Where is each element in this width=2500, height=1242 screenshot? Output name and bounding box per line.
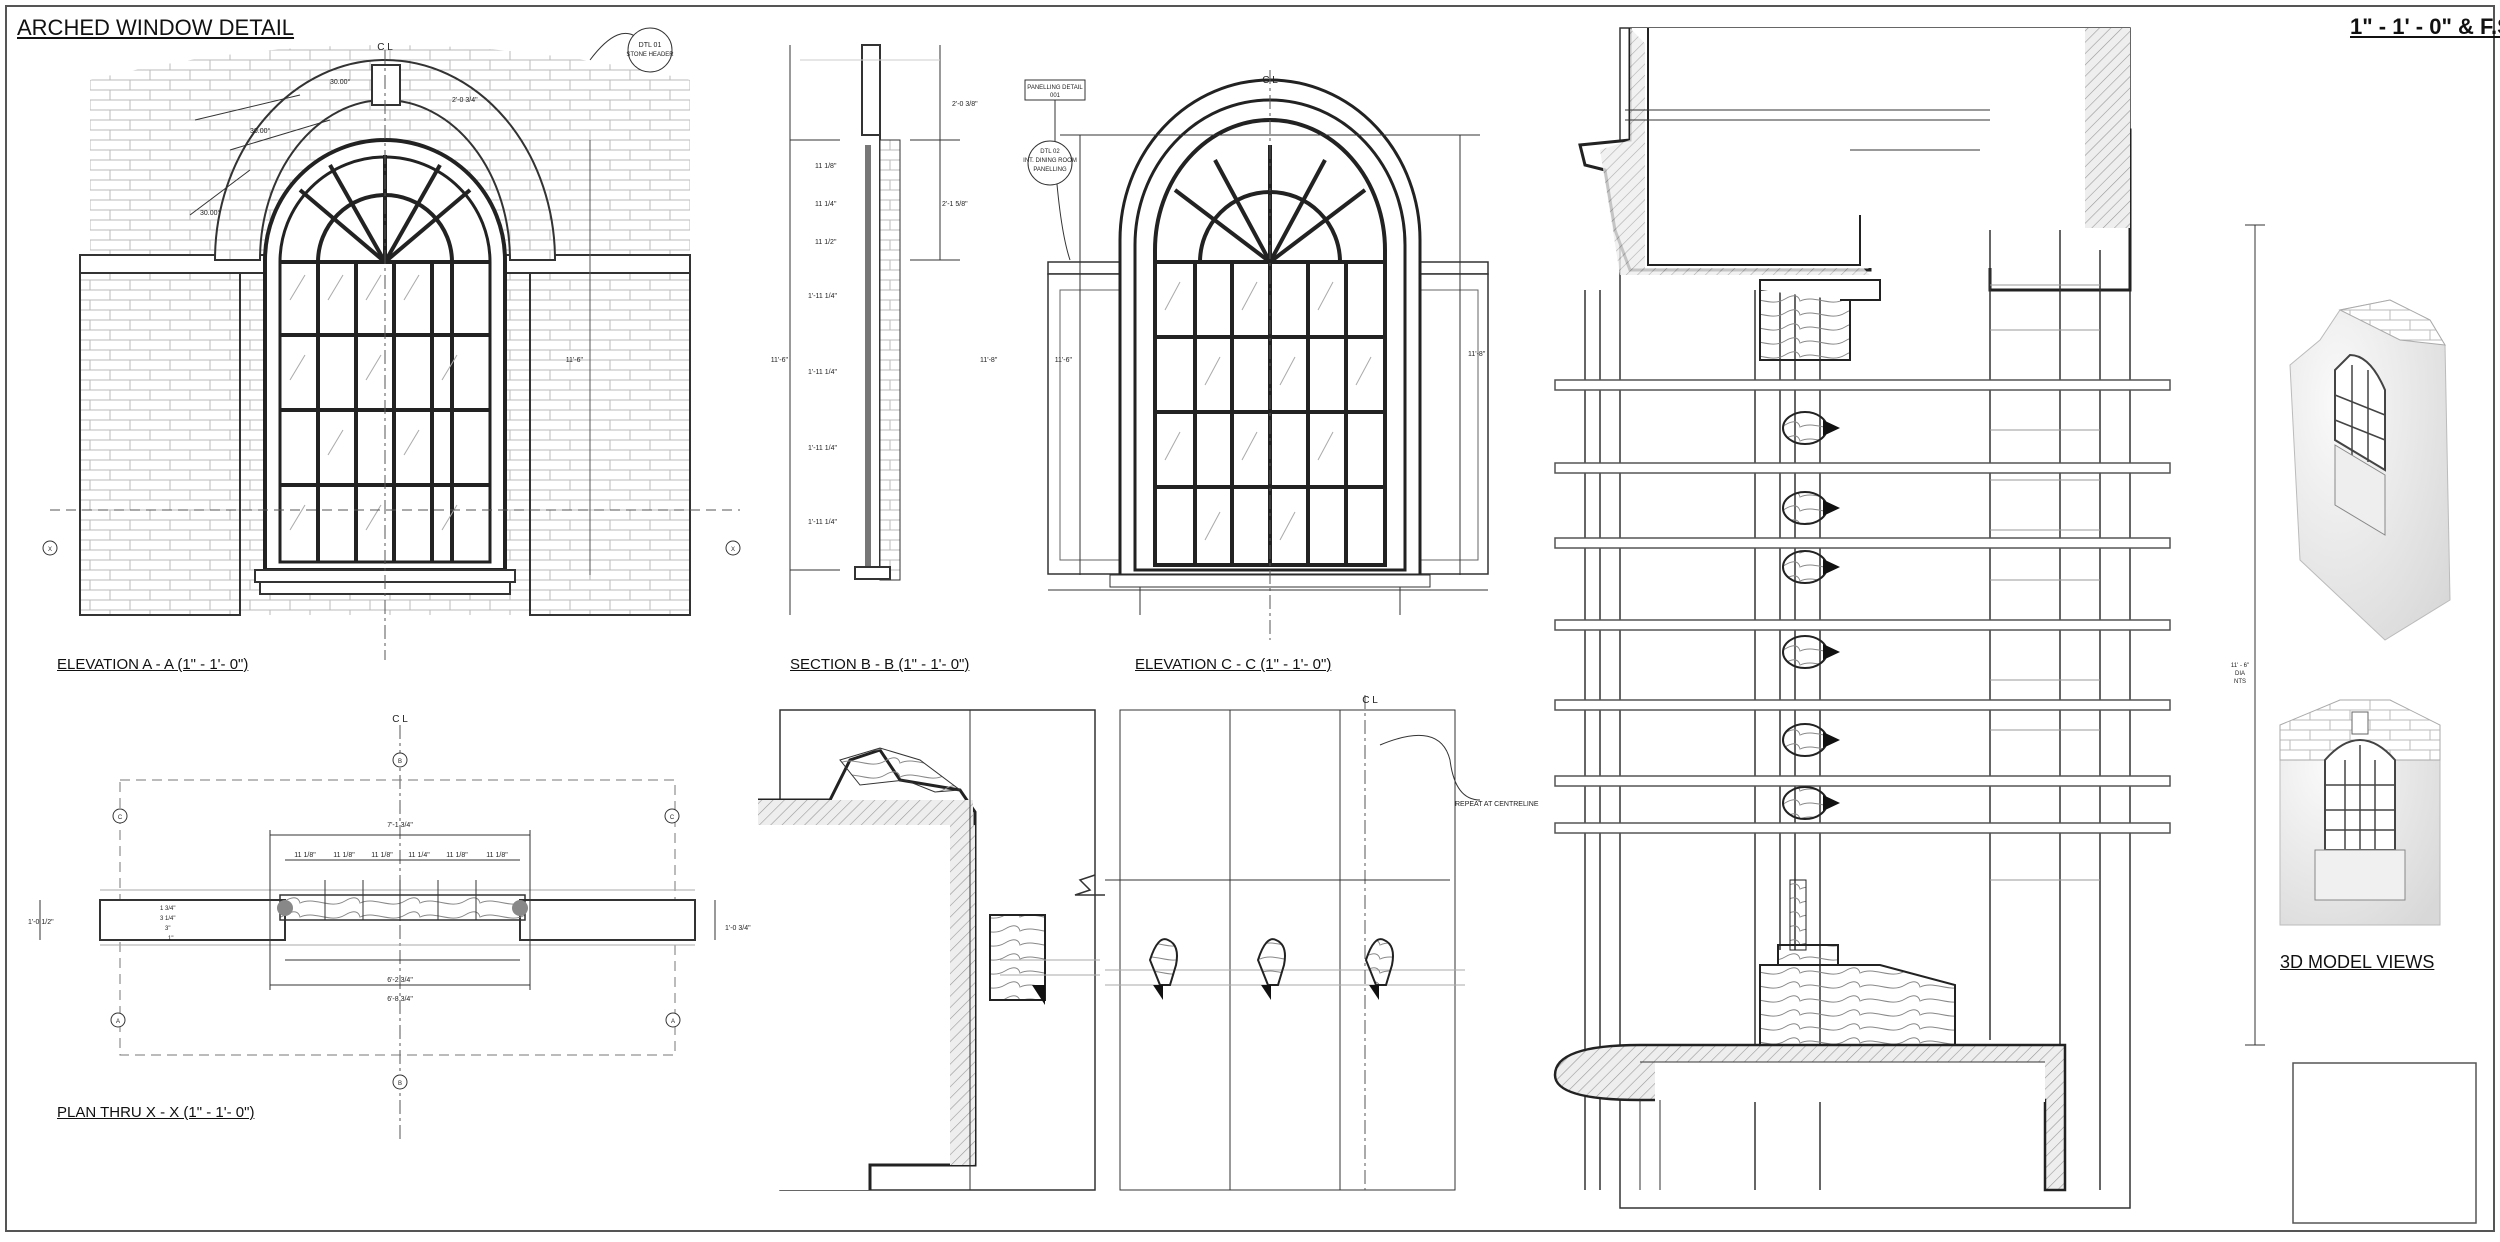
plan-reveal-2: 3 1/4" xyxy=(160,916,175,922)
plan-wall-left-dim: 1'-0 1/2" xyxy=(28,919,54,926)
section-glass-dim: 2'-1 5/8" xyxy=(942,201,968,208)
sheet-border xyxy=(5,5,2495,1232)
plan-inner-dim: 6'-2 3/4" xyxy=(387,977,413,984)
section-tick-4: 1'-11 1/4" xyxy=(808,293,838,300)
plan-marker-a-right: A xyxy=(671,1019,675,1025)
plan-reveal-1: 1 3/4" xyxy=(160,906,175,912)
model-view-2 xyxy=(2279,699,2441,926)
panelling-label: PANELLING DETAIL xyxy=(1027,85,1083,91)
section-b-drawing xyxy=(789,44,960,615)
centreline-label-fs: C L xyxy=(1362,695,1378,706)
plan-pane-1: 11 1/8" xyxy=(294,852,316,859)
marker-x-left: X xyxy=(48,547,52,553)
plan-marker-b-top: B xyxy=(398,759,402,765)
view-label-section-b: SECTION B - B (1" - 1'- 0") xyxy=(790,656,970,673)
section-total-dim: 11'-6" xyxy=(771,357,789,364)
panelling-ref: 001 xyxy=(1050,93,1061,99)
angle-label-3: 30.00° xyxy=(200,209,221,217)
section-tick-2: 11 1/4" xyxy=(815,201,837,208)
section-tick-1: 11 1/8" xyxy=(815,163,837,170)
view-label-plan-x: PLAN THRU X - X (1" - 1'- 0") xyxy=(57,1104,255,1121)
elevation-c-drawing xyxy=(1024,70,1489,640)
plan-overall-dim: 7'-1 3/4" xyxy=(387,822,413,829)
plan-outer-dim: 6'-8 3/4" xyxy=(387,996,413,1003)
fs-height-dim: 11' - 6" xyxy=(2231,663,2249,669)
title-block xyxy=(2292,1062,2477,1224)
plan-pane-3: 11 1/8" xyxy=(371,852,393,859)
plan-pane-4: 11 1/4" xyxy=(408,852,430,859)
dtl02-subtitle: INT. DINING ROOM xyxy=(1023,158,1077,164)
height-dim-c-left: 11'-6" xyxy=(1055,357,1073,364)
repeat-note: REPEAT AT CENTRELINE xyxy=(1455,801,1539,808)
view-label-elevation-c: ELEVATION C - C (1" - 1'- 0") xyxy=(1135,656,1332,673)
dtl01-label: DTL 01 xyxy=(639,42,662,49)
plan-pane-2: 11 1/8" xyxy=(333,852,355,859)
centreline-label-plan: C L xyxy=(392,714,408,725)
view-label-elevation-a: ELEVATION A - A (1" - 1'- 0") xyxy=(57,656,249,673)
plan-pane-6: 11 1/8" xyxy=(486,852,508,859)
angle-label-2: 30.00° xyxy=(250,127,271,135)
elevation-a-drawing xyxy=(42,27,741,660)
fs-height-dia: DIA xyxy=(2235,671,2245,677)
centreline-label-c: C L xyxy=(1262,75,1278,86)
view-label-3d-models: 3D MODEL VIEWS xyxy=(2280,952,2435,972)
angle-label-1: 30.00° xyxy=(330,78,351,86)
sheet-title: ARCHED WINDOW DETAIL xyxy=(17,15,295,40)
dtl02-label: DTL 02 xyxy=(1040,149,1060,155)
scale-note: 1" - 1' - 0" & F.S xyxy=(2350,14,2500,39)
plan-wall-right-dim: 1'-0 3/4" xyxy=(725,925,751,932)
section-tick-3: 11 1/2" xyxy=(815,239,837,246)
section-tick-7: 1'-11 1/4" xyxy=(808,519,838,526)
model-view-1 xyxy=(2289,299,2451,641)
section-tick-6: 1'-11 1/4" xyxy=(808,445,838,452)
fs-height-nts: NTS xyxy=(2234,679,2246,685)
plan-marker-a-left: A xyxy=(116,1019,120,1025)
section-total-dim-right: 11'-8" xyxy=(980,357,998,364)
section-top-dim: 2'-0 3/8" xyxy=(952,101,978,108)
centreline-label-a: C L xyxy=(377,42,393,53)
plan-reveal-4: 1" xyxy=(168,936,173,942)
fullsize-vertical-section xyxy=(1553,27,2265,1209)
plan-x-drawing xyxy=(39,725,716,1140)
plan-marker-c-right: C xyxy=(670,815,675,821)
height-dim-a: 11'-6" xyxy=(566,357,584,364)
height-dim-c-right: 11'-8" xyxy=(1468,351,1486,358)
plan-pane-5: 11 1/8" xyxy=(446,852,468,859)
plan-marker-c-left: C xyxy=(118,815,123,821)
plan-reveal-3: 3" xyxy=(165,926,170,932)
section-tick-5: 1'-11 1/4" xyxy=(808,369,838,376)
fullsize-plan-detail xyxy=(758,695,1481,1191)
dtl02-note: PANELLING xyxy=(1033,167,1067,173)
plan-marker-b-bottom: B xyxy=(398,1081,402,1087)
marker-x-right: X xyxy=(731,547,735,553)
dtl01-subtitle: STONE HEADER xyxy=(626,52,674,58)
header-dim: 2'-0 3/4" xyxy=(452,97,478,104)
